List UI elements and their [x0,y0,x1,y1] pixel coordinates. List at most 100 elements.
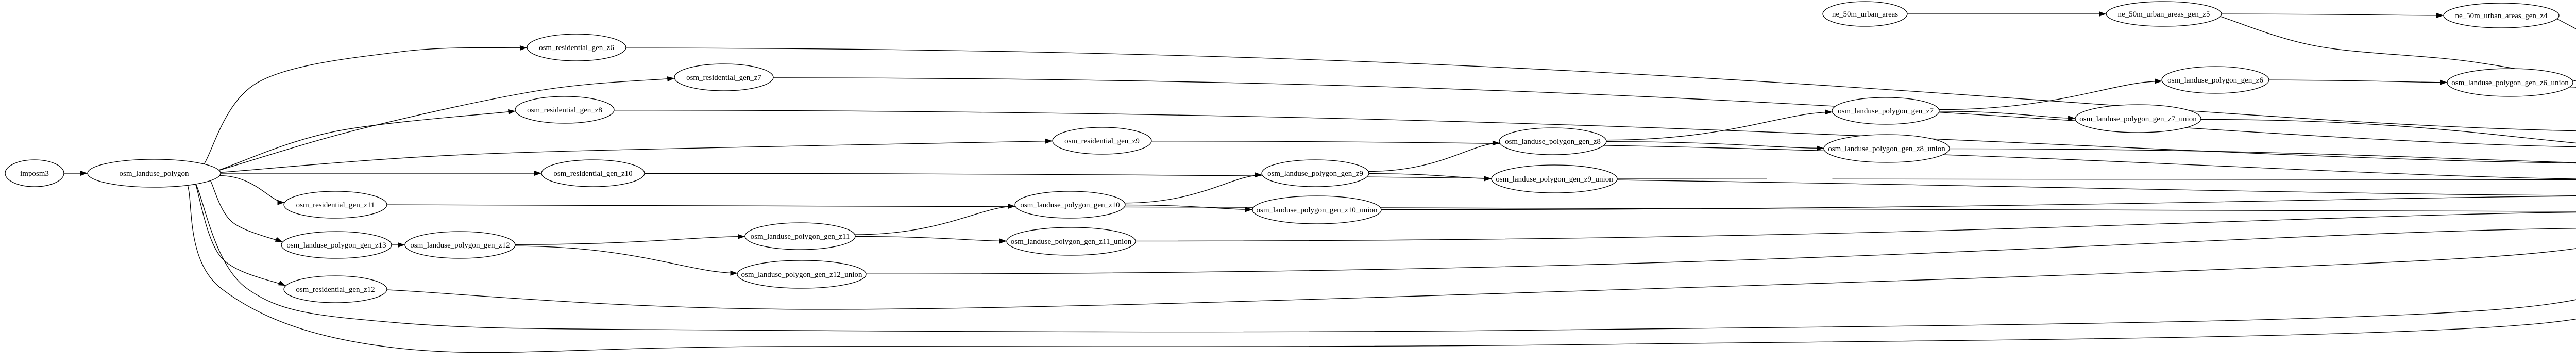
node-label: osm_residential_gen_z8 [527,106,602,114]
edge-osm_landuse_polygon_gen_z11-to-osm_landuse_polygon_gen_z10 [855,206,1015,235]
edge-osm_landuse_polygon-to-osm_residential_gen_z12 [195,184,286,286]
node-ellipse [1822,1,1908,27]
node-label: osm_residential_gen_z12 [296,286,375,294]
node-label: osm_landuse_polygon_gen_z7_union [2079,115,2197,123]
arrowhead-icon [730,270,738,276]
diagram-node-ne_50m_urban_areas: ne_50m_urban_areas [1822,1,1908,27]
node-ellipse [527,34,626,61]
arrowhead-icon [519,45,527,51]
arrowhead-icon [2099,11,2106,17]
diagram-node-osm_landuse_polygon_gen_z6_union: osm_landuse_polygon_gen_z6_union [2447,68,2573,97]
node-ellipse [1052,127,1152,155]
arrowhead-icon [80,171,88,176]
diagram-node-osm_residential_gen_z12: osm_residential_gen_z12 [283,275,387,303]
edge-osm_landuse_polygon_gen_z10_union-to-layer-landuse-z10 [1381,195,2576,210]
node-label: ne_50m_urban_areas_gen_z5 [2117,10,2210,19]
edge-osm_landuse_polygon_gen_z12-to-osm_landuse_polygon_gen_z11 [515,236,745,245]
edge-osm_landuse_polygon-to-osm_residential_gen_z7 [218,78,675,171]
node-ellipse [1261,159,1369,187]
arrowhead-icon [738,234,745,239]
edge-ne_50m_urban_areas_gen_z5-to-ne_50m_urban_areas_gen_z4 [2221,13,2444,16]
diagram-node-osm_residential_gen_z6: osm_residential_gen_z6 [527,34,626,61]
diagram-node-osm_landuse_polygon_gen_z7: osm_landuse_polygon_gen_z7 [1832,97,1940,125]
arrowhead-icon [1045,138,1053,144]
node-label: osm_landuse_polygon_gen_z6 [2167,76,2263,85]
arrowhead-icon [1825,109,1833,115]
arrowhead-icon [275,237,283,242]
diagram-node-osm_residential_gen_z9: osm_residential_gen_z9 [1052,127,1152,155]
arrowhead-icon [2436,12,2444,18]
arrowhead-icon [1245,207,1252,212]
diagram-node-osm_residential_gen_z10: osm_residential_gen_z10 [541,159,645,187]
diagram-node-osm_landuse_polygon_gen_z11_union: osm_landuse_polygon_gen_z11_union [1006,227,1136,256]
diagram-node-osm_landuse_polygon_gen_z8_union: osm_landuse_polygon_gen_z8_union [1823,134,1950,163]
edge-osm_landuse_polygon_gen_z11-to-osm_landuse_polygon_gen_z11_union [855,236,1007,242]
diagram-node-osm_landuse_polygon: osm_landuse_polygon [87,159,221,188]
diagram-node-ne_50m_urban_areas_gen_z4: ne_50m_urban_areas_gen_z4 [2443,3,2560,28]
diagram-node-ne_50m_urban_areas_gen_z5: ne_50m_urban_areas_gen_z5 [2106,1,2222,27]
edge-osm_landuse_polygon_gen_z8_union-to-layer-landuse-z8 [1949,148,2576,163]
arrowhead-icon [1817,145,1824,151]
node-ellipse [1823,134,1950,163]
node-ellipse [404,231,516,259]
diagram-node-osm_landuse_polygon_gen_z9: osm_landuse_polygon_gen_z9 [1261,159,1369,187]
edge-ne_50m_urban_areas_gen_z5-to-layer-landuse-z5 [2220,16,2576,81]
edge-osm_residential_gen_z6-to-layer-landuse-z6 [625,47,2576,131]
edge-osm_landuse_polygon_gen_z6-to-osm_landuse_polygon_gen_z6_union [2268,79,2448,83]
edge-osm_landuse_polygon_gen_z12_union-to-layer-landuse-z12 [866,228,2576,274]
node-label: osm_landuse_polygon_gen_z8_union [1828,145,1945,153]
node-label: osm_landuse_polygon_gen_z9_union [1496,175,1613,184]
node-ellipse [744,222,856,250]
node-ellipse [2106,1,2222,27]
diagram-node-osm_landuse_polygon_gen_z12_union: osm_landuse_polygon_gen_z12_union [737,260,867,289]
diagram-node-osm_landuse_polygon_gen_z6: osm_landuse_polygon_gen_z6 [2161,66,2269,94]
edge-osm_landuse_polygon_gen_z7-to-osm_landuse_polygon_gen_z7_union [1939,111,2076,119]
edge-osm_landuse_polygon_gen_z9_union-to-layer-landuse-z9 [1617,178,2576,180]
node-label: ne_50m_urban_areas [1832,10,1898,19]
edges-layer [64,11,2576,353]
node-label: osm_landuse_polygon_gen_z7 [1838,107,1934,116]
edge-osm_residential_gen_z12-to-layer-landuse-z12 [386,248,2576,310]
node-ellipse [1014,191,1126,219]
diagram-node-osm_landuse_polygon_gen_z12: osm_landuse_polygon_gen_z12 [404,231,516,259]
edge-osm_landuse_polygon_gen_z8-to-osm_landuse_polygon_gen_z7 [1606,111,1833,141]
diagram-node-osm_landuse_polygon_gen_z10_union: osm_landuse_polygon_gen_z10_union [1252,195,1382,224]
node-ellipse [1499,127,1607,155]
node-ellipse [5,159,64,187]
node-label: osm_landuse_polygon_gen_z9 [1267,170,1363,178]
edge-osm_landuse_polygon-to-osm_landuse_polygon_gen_z13 [210,180,283,242]
node-label: osm_landuse_polygon [120,170,189,178]
edge-osm_landuse_polygon_gen_z9-to-osm_landuse_polygon_gen_z8 [1368,142,1500,172]
node-label: osm_landuse_polygon_gen_z8 [1505,138,1601,146]
edge-osm_landuse_polygon-to-osm_residential_gen_z6 [204,47,528,164]
edge-osm_residential_gen_z11-to-layer-landuse-z11 [386,204,2576,212]
node-ellipse [1832,97,1940,125]
node-label: ne_50m_urban_areas_gen_z4 [2455,12,2548,20]
diagram-node-osm_residential_gen_z7: osm_residential_gen_z7 [674,63,774,91]
node-ellipse [1491,164,1618,193]
node-label: osm_landuse_polygon_gen_z12_union [741,271,862,279]
node-ellipse [87,159,221,188]
node-ellipse [541,159,645,187]
arrowhead-icon [398,242,405,248]
node-label: osm_landuse_polygon_gen_z11_union [1011,238,1132,246]
node-label: osm_residential_gen_z9 [1064,137,1140,145]
arrowhead-icon [2440,79,2447,85]
edge-osm_landuse_polygon-to-osm_residential_gen_z9 [220,140,1053,173]
edge-osm_residential_gen_z7-to-layer-landuse-z7 [773,77,2576,147]
edge-osm_landuse_polygon-to-layer-landuse-z14+ [187,185,2576,353]
edge-osm_landuse_polygon_gen_z10-to-osm_landuse_polygon_gen_z9 [1125,174,1262,204]
node-ellipse [2075,104,2201,133]
node-ellipse [1006,227,1136,256]
node-ellipse [283,191,387,219]
diagram-node-osm_landuse_polygon_gen_z11: osm_landuse_polygon_gen_z11 [744,222,856,250]
edge-osm_landuse_polygon_gen_z8-to-osm_landuse_polygon_gen_z8_union [1606,141,1824,149]
node-label: imposm3 [20,170,49,178]
edge-osm_landuse_polygon-to-osm_residential_gen_z11 [219,175,285,203]
node-ellipse [515,96,615,124]
node-label: osm_landuse_polygon_gen_z11 [751,233,850,241]
node-label: osm_landuse_polygon_gen_z10_union [1257,206,1378,215]
edge-osm_landuse_polygon_gen_z12-to-osm_landuse_polygon_gen_z12_union [515,245,738,274]
arrowhead-icon [1492,140,1500,146]
